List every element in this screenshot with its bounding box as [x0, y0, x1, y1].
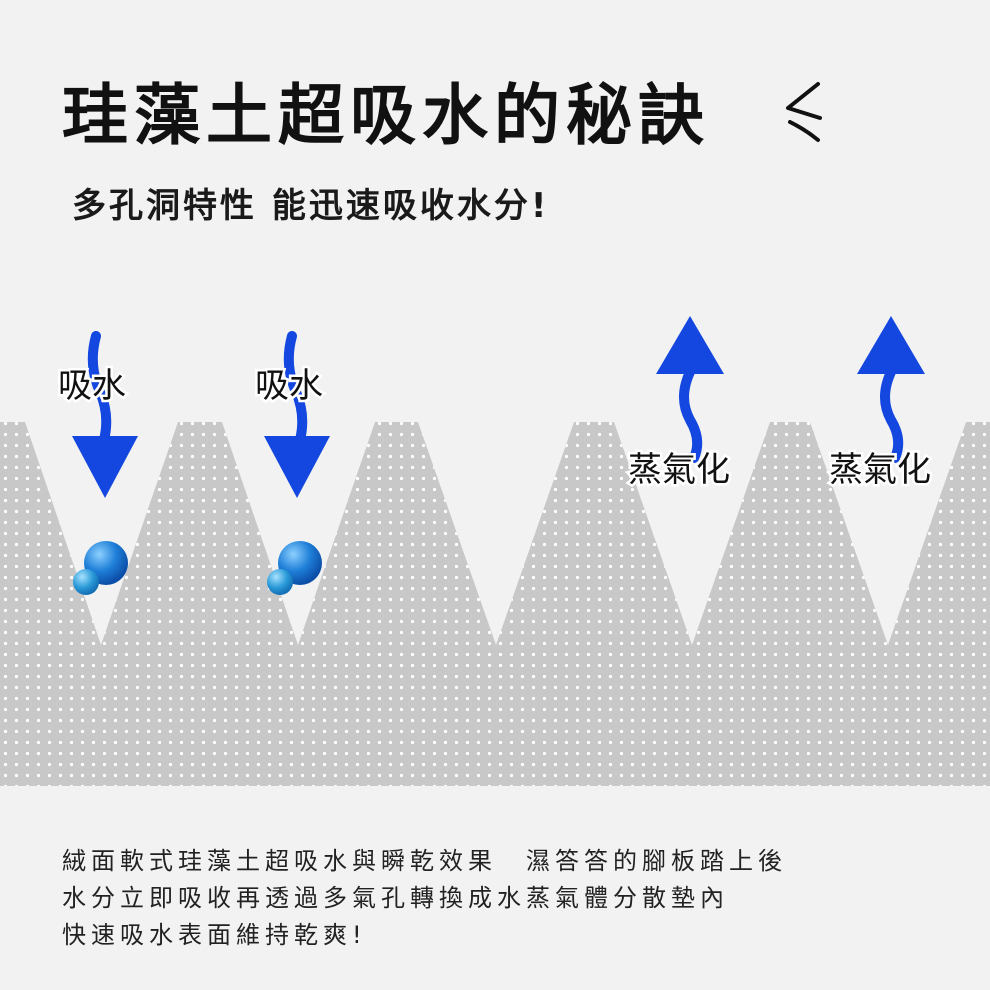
- description-line: 快速吸水表面維持乾爽!: [62, 921, 367, 949]
- evaporate-arrow-icon: [656, 316, 724, 463]
- description-line: 絨面軟式珪藻土超吸水與瞬乾效果 濕答答的腳板踏上後: [62, 847, 787, 875]
- absorption-diagram: 吸水 吸水 蒸氣化 蒸氣化: [0, 316, 990, 786]
- absorb-arrow-icon: [72, 331, 138, 498]
- evaporate-arrow-icon: [857, 316, 925, 463]
- page-subtitle: 多孔洞特性 能迅速吸收水分!: [72, 186, 550, 226]
- description-text: 絨面軟式珪藻土超吸水與瞬乾效果 濕答答的腳板踏上後 水分立即吸收再透過多氣孔轉換…: [62, 843, 787, 954]
- water-droplet-icon: [267, 541, 322, 595]
- absorb-arrow-icon: [264, 331, 330, 498]
- evaporate-label: 蒸氣化: [829, 450, 931, 490]
- description-line: 水分立即吸收再透過多氣孔轉換成水蒸氣體分散墊內: [62, 884, 729, 912]
- evaporate-label: 蒸氣化: [628, 450, 730, 490]
- page-title: 珪藻土超吸水的秘訣: [62, 77, 710, 154]
- water-droplet-icon: [73, 541, 128, 595]
- chevron-left-icon: [786, 82, 822, 142]
- absorb-label: 吸水: [58, 366, 126, 406]
- absorb-label: 吸水: [255, 366, 323, 406]
